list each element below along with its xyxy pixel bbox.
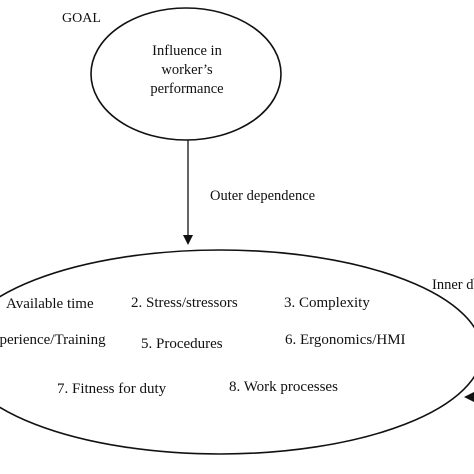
factor-stress: 2. Stress/stressors bbox=[131, 295, 238, 311]
factor-procedures: 5. Procedures bbox=[141, 336, 223, 352]
factor-experience-training: xperience/Training bbox=[0, 332, 106, 348]
goal-text: Influence in worker’s performance bbox=[120, 42, 254, 99]
factor-fitness-for-duty: 7. Fitness for duty bbox=[57, 381, 167, 397]
outer-dependence-label: Outer dependence bbox=[210, 188, 316, 204]
factor-work-processes: 8. Work processes bbox=[229, 379, 338, 395]
goal-line-1: Influence in bbox=[152, 43, 222, 59]
factor-ergonomics: 6. Ergonomics/HMI bbox=[285, 332, 406, 348]
factor-complexity: 3. Complexity bbox=[284, 295, 370, 311]
goal-line-3: performance bbox=[150, 81, 224, 97]
inner-dependence-arrowhead bbox=[464, 392, 474, 402]
inner-dependence-label: Inner d bbox=[432, 277, 474, 293]
factors-ellipse bbox=[0, 249, 474, 455]
goal-ellipse bbox=[90, 7, 282, 141]
factor-available-time: Available time bbox=[6, 296, 94, 312]
goal-label: GOAL bbox=[62, 11, 101, 26]
goal-line-2: worker’s bbox=[161, 62, 213, 78]
